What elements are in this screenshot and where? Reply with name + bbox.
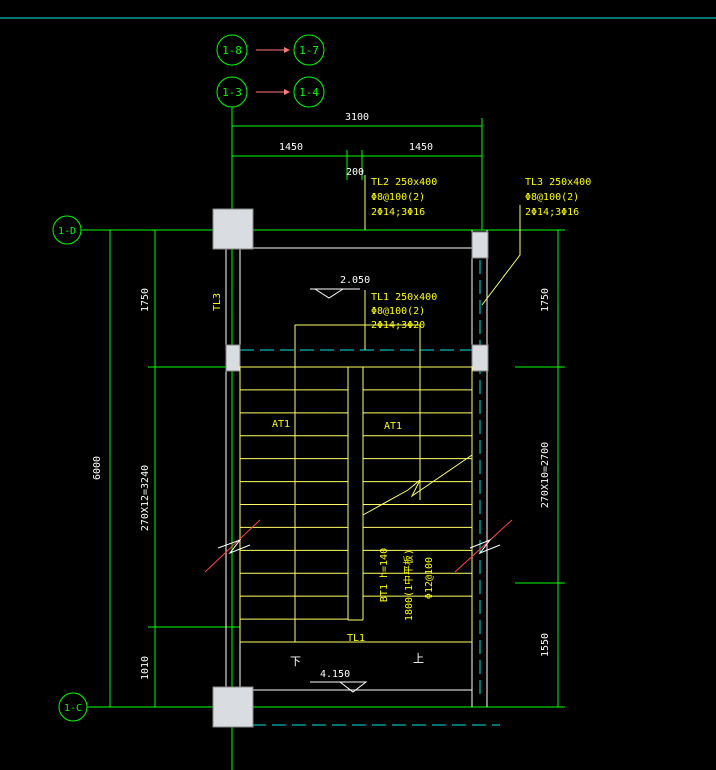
- arrow-head-1: [284, 47, 290, 53]
- bt1-rebar: Φ12@100: [424, 557, 435, 599]
- axis-bubble-1-8: [216, 34, 248, 66]
- axis-bubble-1-4: [293, 76, 325, 108]
- axis-bubble-1-d-label: 1-D: [58, 226, 76, 237]
- tl1-line-3: 2Φ14;3Φ20: [371, 320, 425, 331]
- column-top-right: [471, 231, 489, 259]
- stair-left-label: AT1: [272, 419, 290, 430]
- column-top-left: [212, 208, 254, 250]
- elevation-bottom: 4.150: [320, 669, 350, 680]
- tl3-annotation: TL3 250x400 Φ8@100(2) 2Φ14;3Φ16: [525, 177, 591, 218]
- tl2-line-2: Φ8@100(2): [371, 192, 425, 203]
- break-mark-left: [204, 519, 261, 573]
- bt1-dim: 1800(1中平板): [402, 549, 415, 621]
- dim-total-width: 3100: [345, 112, 369, 123]
- up-label: 上: [413, 652, 424, 665]
- break-zigzags: [217, 454, 501, 555]
- tl2-line-1: TL2 250x400: [371, 177, 437, 188]
- axis-bubble-1-7: [293, 34, 325, 66]
- column-mid-left: [225, 344, 241, 372]
- tl1-bottom-label: TL1: [347, 633, 365, 644]
- dim-total-height: 6000: [92, 456, 103, 480]
- dim-left-bottom: 1010: [140, 656, 151, 680]
- break-marks: [204, 519, 513, 573]
- tl1-annotation: TL1 250x400 Φ8@100(2) 2Φ14;3Φ20: [371, 292, 437, 331]
- zigzag-left: [217, 538, 251, 555]
- elevation-triangle-top: [313, 288, 345, 299]
- axis-bubble-1-8-label: 1-8: [222, 44, 242, 57]
- column-bottom-left: [212, 686, 254, 728]
- columns: [212, 208, 489, 728]
- dim-right-mid: 270X10=2700: [540, 442, 551, 508]
- axis-bubble-1-c-label: 1-C: [64, 703, 82, 714]
- tl3-line-1: TL3 250x400: [525, 177, 591, 188]
- stair-treads: [239, 324, 473, 643]
- bt1-label: BT1 h=140: [379, 548, 390, 602]
- dim-right-top: 1750: [540, 288, 551, 312]
- axis-bubble-1-3-label: 1-3: [222, 86, 242, 99]
- axis-bubble-group-top: 1-8 1-7 1-3 1-4: [216, 34, 325, 108]
- elevation-top: 2.050: [340, 275, 370, 286]
- axis-bubble-group-left: 1-D 1-C: [52, 215, 88, 722]
- dim-left-mid: 270X12=3240: [140, 465, 151, 531]
- dim-right-half: 1450: [409, 142, 433, 153]
- column-mid-right: [471, 344, 489, 372]
- axis-bubble-1-7-label: 1-7: [299, 44, 319, 57]
- zigzag-stair: [362, 454, 473, 516]
- top-dimensions: [232, 118, 483, 230]
- dim-left-half: 1450: [279, 142, 303, 153]
- tl1-line-2: Φ8@100(2): [371, 306, 425, 317]
- leader-tl3: [481, 205, 521, 306]
- tl2-annotation: TL2 250x400 Φ8@100(2) 2Φ14;3Φ16: [371, 177, 437, 218]
- zigzag-right: [469, 538, 501, 555]
- tl1-line-1: TL1 250x400: [371, 292, 437, 303]
- break-mark-right: [454, 519, 513, 573]
- axis-bubble-1-4-label: 1-4: [299, 86, 319, 99]
- arrow-head-2: [284, 89, 290, 95]
- tl2-line-3: 2Φ14;3Φ16: [371, 207, 425, 218]
- right-dimensions: [515, 230, 565, 707]
- beam-dashed-lines: [232, 240, 500, 726]
- leader-lines: [364, 175, 521, 350]
- dim-right-bottom: 1550: [540, 633, 551, 657]
- dim-gap: 200: [346, 167, 364, 178]
- tl3-side-label: TL3: [212, 293, 223, 311]
- down-label: 下: [290, 655, 301, 668]
- dim-left-top: 1750: [140, 288, 151, 312]
- tl3-line-2: Φ8@100(2): [525, 192, 579, 203]
- tl3-line-3: 2Φ14;3Φ16: [525, 207, 579, 218]
- stair-right-label: AT1: [384, 421, 402, 432]
- left-dimensions: [109, 230, 240, 707]
